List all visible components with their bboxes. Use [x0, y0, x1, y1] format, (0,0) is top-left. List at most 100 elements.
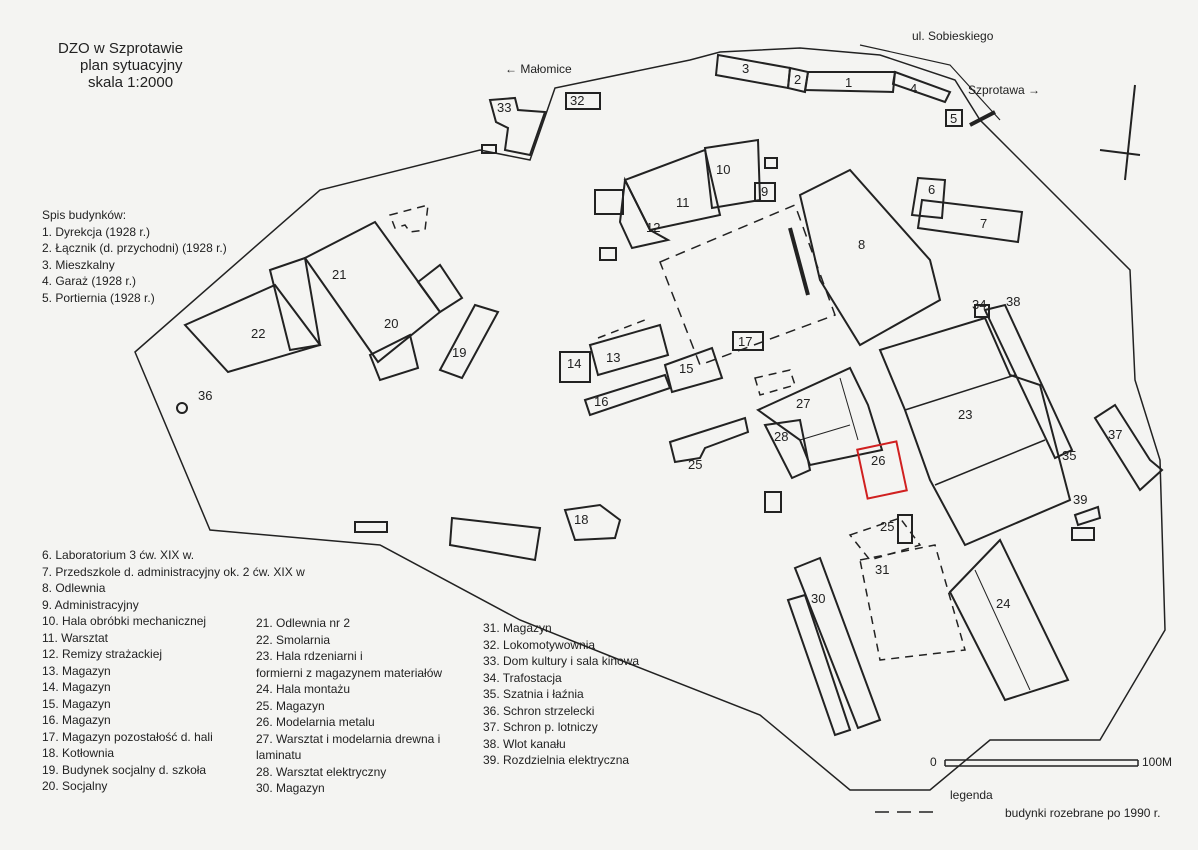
road-label-szprotawa: Szprotawa → — [968, 83, 1041, 97]
building-25a — [668, 416, 750, 464]
small-block-south2 — [764, 491, 782, 513]
list-item: 34. Trafostacja — [483, 670, 562, 685]
list-item: 17. Magazyn pozostałość d. hali — [42, 729, 213, 744]
building-31 — [859, 544, 966, 661]
list-item: 4. Garaż (1928 r.) — [42, 274, 137, 288]
building-23 — [878, 316, 1072, 547]
rail-line — [788, 227, 810, 296]
label-27: 27 — [796, 396, 811, 411]
building-27-divider — [799, 377, 859, 441]
label-21: 21 — [332, 267, 347, 282]
list-item: 31. Magazyn — [483, 621, 552, 635]
building-18 — [563, 503, 622, 542]
list-item: 5. Portiernia (1928 r.) — [42, 290, 155, 305]
demolished-13 — [597, 317, 651, 339]
building-39 — [1073, 505, 1102, 527]
label-6: 6 — [928, 182, 936, 197]
list-item: 25. Magazyn — [256, 698, 325, 713]
building-14 — [559, 351, 591, 383]
road-label-malomice: ← Małomice — [505, 62, 572, 76]
building-30 — [793, 556, 882, 730]
building-13 — [588, 323, 670, 377]
label-31: 31 — [875, 562, 890, 577]
demolished-27 — [754, 369, 796, 396]
list-item: 19. Budynek socjalny d. szkoła — [42, 762, 207, 777]
list-item: 12. Remizy strażackiej — [42, 647, 163, 661]
label-10: 10 — [716, 162, 731, 177]
building-list-col1: 6. Laboratorium 3 ćw. XIX w. 7. Przedszk… — [42, 547, 305, 795]
demolished-hall — [659, 204, 836, 366]
list-item: 3. Mieszkalny — [42, 257, 115, 272]
list-item: 18. Kotłownia — [42, 746, 115, 760]
small-block-12b — [599, 247, 617, 261]
label-9: 9 — [761, 184, 769, 199]
scale-zero: 0 — [930, 755, 937, 769]
list-item: 21. Odlewnia nr 2 — [256, 616, 351, 630]
list-item: 23. Hala rdzeniarni i — [256, 649, 363, 663]
list-item: 30. Magazyn — [256, 781, 325, 795]
legend-item: budynki rozebrane po 1990 r. — [1005, 806, 1161, 820]
label-37: 37 — [1108, 427, 1123, 442]
road-sobieskiego — [859, 44, 1001, 121]
building-8 — [798, 168, 942, 347]
map-subtitle: plan sytuacyjny — [80, 57, 183, 74]
label-28: 28 — [774, 429, 789, 444]
list-item: 10. Hala obróbki mechanicznej — [42, 614, 207, 628]
north-arrow — [1099, 84, 1141, 181]
label-25a: 25 — [688, 457, 703, 472]
label-16: 16 — [594, 394, 609, 409]
label-15: 15 — [679, 361, 694, 376]
label-19: 19 — [452, 345, 467, 360]
site-boundary — [134, 47, 1166, 791]
list-item: 38. Wlot kanału — [483, 736, 566, 751]
list-item: 32. Lokomotywownia — [483, 637, 596, 652]
building-23-divider — [904, 374, 1046, 486]
building-19 — [438, 303, 500, 380]
list-item: 2. Łącznik (d. przychodni) (1928 r.) — [42, 241, 227, 255]
label-2: 2 — [794, 72, 802, 87]
building-27 — [756, 366, 884, 467]
list-item: 39. Rozdzielnia elektryczna — [483, 753, 630, 767]
list-item: 33. Dom kultury i sala kinowa — [483, 654, 640, 668]
building-35 — [983, 303, 1074, 460]
building-3 — [714, 53, 792, 90]
label-25b: 25 — [880, 519, 895, 534]
building-24 — [948, 538, 1070, 702]
building-15 — [663, 346, 724, 394]
label-32: 32 — [570, 93, 585, 108]
label-18: 18 — [574, 512, 589, 527]
demolished-annex — [388, 203, 429, 233]
building-south — [448, 516, 542, 562]
building-28 — [763, 418, 812, 480]
list-item: 14. Magazyn — [42, 680, 111, 694]
building-24-divider — [974, 569, 1031, 691]
building-20 — [368, 333, 420, 382]
list-item: 8. Odlewnia — [42, 581, 106, 595]
small-block-39 — [1071, 527, 1095, 541]
label-13: 13 — [606, 350, 621, 365]
building-list-top: Spis budynków: 1. Dyrekcja (1928 r.) 2. … — [42, 207, 227, 306]
map-scale: skala 1:2000 — [88, 74, 174, 91]
building-25-small — [897, 514, 913, 544]
legend-heading: legenda — [950, 788, 993, 802]
label-4: 4 — [910, 81, 918, 96]
list-item: 24. Hala montażu — [256, 682, 351, 696]
building-5 — [945, 109, 963, 127]
building-30b — [786, 593, 852, 737]
label-12: 12 — [646, 220, 661, 235]
label-38: 38 — [1006, 294, 1021, 309]
building-2 — [786, 66, 810, 94]
small-block-12 — [594, 189, 624, 215]
label-8: 8 — [858, 237, 866, 252]
building-16 — [583, 373, 672, 417]
building-34 — [974, 304, 990, 318]
list-item: 1. Dyrekcja (1928 r.) — [42, 224, 151, 239]
building-4 — [891, 70, 952, 104]
building-17 — [732, 331, 764, 351]
list-item: 9. Administracyjny — [42, 597, 139, 612]
road-label-sobieskiego: ul. Sobieskiego — [912, 29, 994, 43]
label-34: 34 — [972, 297, 987, 312]
list-item: 6. Laboratorium 3 ćw. XIX w. — [42, 548, 195, 562]
building-9 — [754, 182, 776, 202]
